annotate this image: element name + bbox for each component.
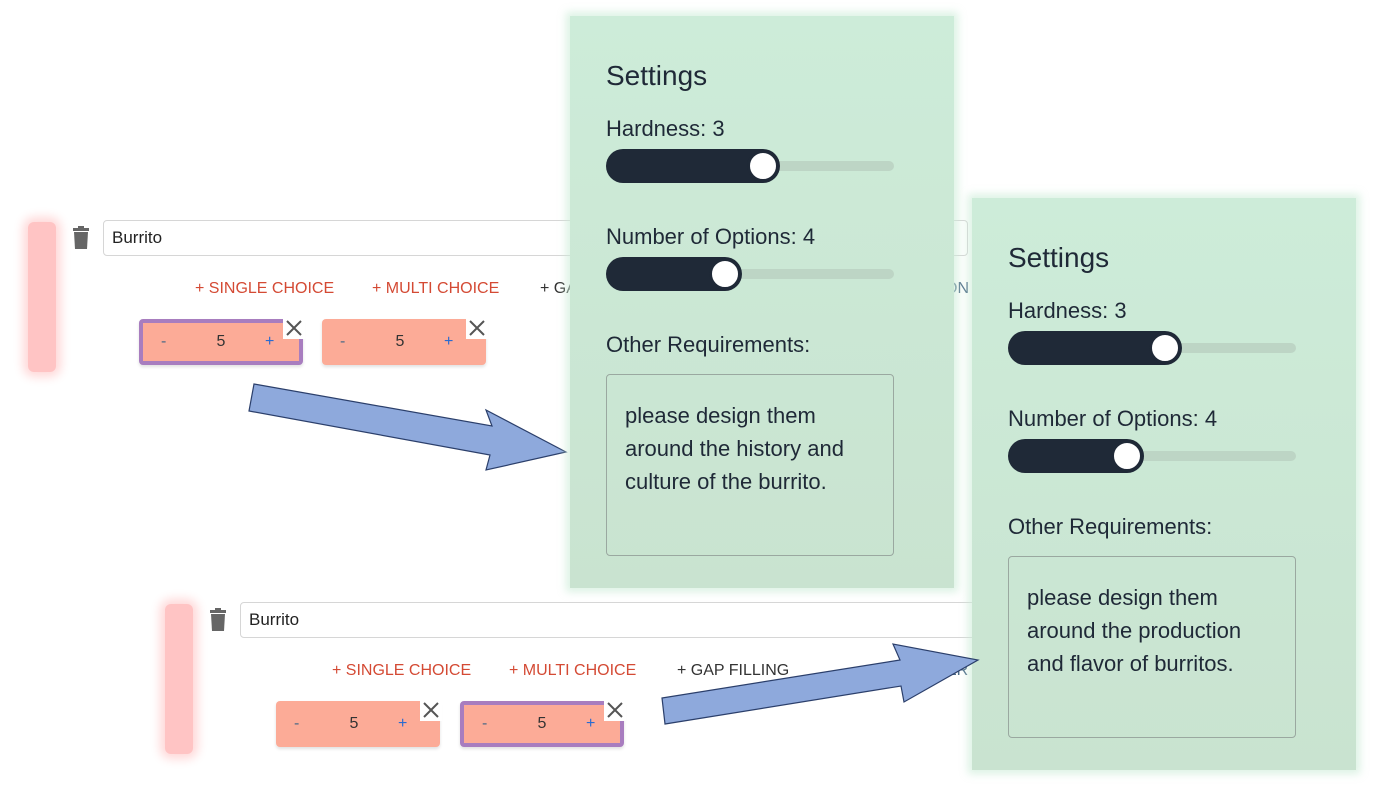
trash-icon[interactable]: [70, 226, 92, 250]
slider-thumb[interactable]: [746, 150, 779, 182]
hardness-label: Hardness: 3: [606, 116, 725, 141]
hardness-slider[interactable]: [1008, 331, 1296, 365]
decrement-button[interactable]: -: [294, 715, 300, 732]
close-icon[interactable]: [604, 699, 626, 721]
count-value: 5: [395, 333, 405, 350]
slider-thumb[interactable]: [708, 258, 741, 290]
settings-panel: Settings Hardness: 3 Number of Options: …: [570, 16, 954, 588]
panel-title: Settings: [1008, 242, 1110, 273]
requirements-textarea[interactable]: please design them around the history an…: [606, 374, 894, 556]
trash-icon[interactable]: [207, 608, 229, 632]
slider-thumb[interactable]: [1110, 440, 1143, 472]
options-slider[interactable]: [606, 257, 894, 291]
requirements-textarea[interactable]: please design them around the production…: [1008, 556, 1296, 738]
settings-panel: Settings Hardness: 3 Number of Options: …: [972, 198, 1356, 770]
single-choice-stepper[interactable]: - 5 +: [139, 317, 305, 365]
count-value: 5: [349, 715, 359, 732]
options-slider[interactable]: [1008, 439, 1296, 473]
close-icon[interactable]: [420, 699, 442, 721]
count-value: 5: [537, 715, 547, 732]
slider-thumb[interactable]: [1148, 332, 1181, 364]
decrement-button[interactable]: -: [340, 333, 346, 350]
count-value: 5: [216, 333, 226, 350]
increment-button[interactable]: +: [444, 333, 454, 350]
close-icon[interactable]: [466, 317, 488, 339]
panel-title: Settings: [606, 60, 708, 91]
add-multi-choice-button[interactable]: + MULTI CHOICE: [372, 280, 500, 297]
add-gap-filling-button[interactable]: + GA: [540, 280, 577, 297]
single-choice-stepper[interactable]: - 5 +: [276, 699, 442, 747]
other-requirements-label: Other Requirements:: [1008, 514, 1213, 539]
increment-button[interactable]: +: [586, 715, 596, 732]
row-marker: [28, 222, 56, 372]
hardness-slider[interactable]: [606, 149, 894, 183]
close-icon[interactable]: [283, 317, 305, 339]
row-marker: [165, 604, 193, 754]
increment-button[interactable]: +: [398, 715, 408, 732]
multi-choice-stepper[interactable]: - 5 +: [460, 699, 626, 747]
add-single-choice-button[interactable]: + SINGLE CHOICE: [332, 662, 472, 679]
options-label: Number of Options: 4: [1008, 406, 1218, 431]
topic-name-input[interactable]: [240, 602, 990, 638]
other-requirements-label: Other Requirements:: [606, 332, 811, 357]
add-single-choice-button[interactable]: + SINGLE CHOICE: [195, 280, 335, 297]
multi-choice-stepper[interactable]: - 5 +: [322, 317, 488, 365]
add-multi-choice-button[interactable]: + MULTI CHOICE: [509, 662, 637, 679]
hardness-label: Hardness: 3: [1008, 298, 1127, 323]
options-label: Number of Options: 4: [606, 224, 816, 249]
decrement-button[interactable]: -: [161, 333, 167, 350]
decrement-button[interactable]: -: [482, 715, 488, 732]
increment-button[interactable]: +: [265, 333, 275, 350]
